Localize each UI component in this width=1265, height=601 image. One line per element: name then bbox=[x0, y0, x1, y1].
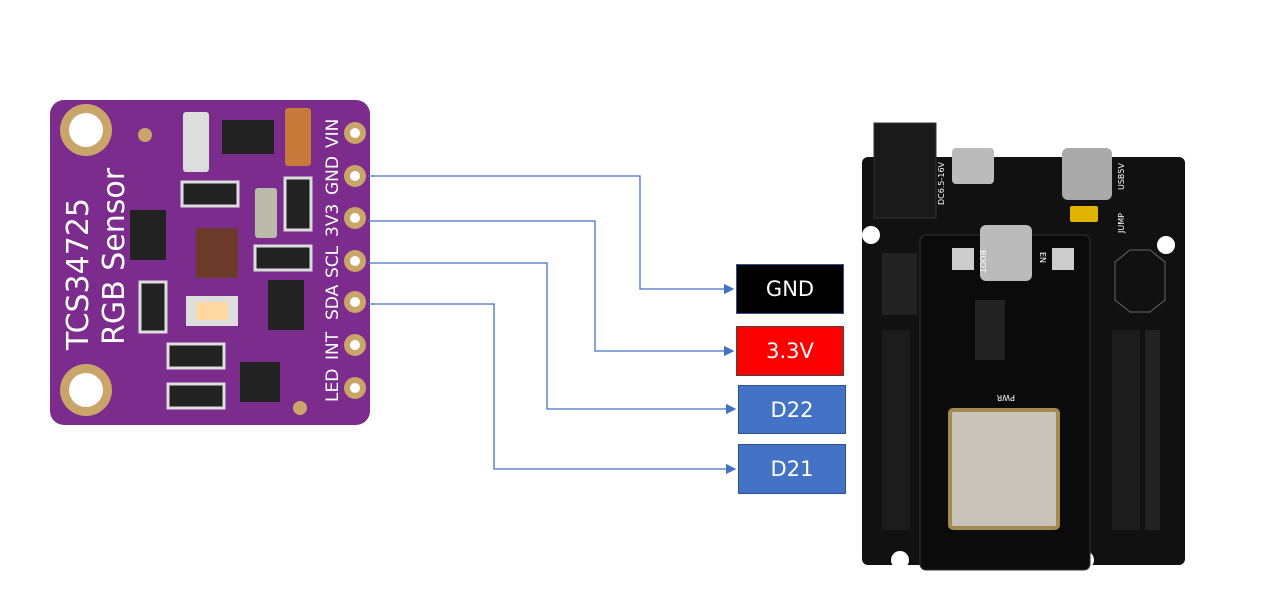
pwr-label: PWR bbox=[996, 393, 1015, 402]
sensor-pin-header bbox=[344, 122, 366, 399]
pin-label-led: LED bbox=[323, 369, 343, 402]
target-pin-d22: D22 bbox=[738, 385, 846, 434]
pin-label-vin: VIN bbox=[323, 119, 343, 148]
target-pin-gnd: GND bbox=[736, 264, 844, 314]
power-jack-label: DC6.5-16V bbox=[937, 161, 946, 205]
pin-label-gnd: GND bbox=[323, 156, 343, 195]
tcs34725-sensor-board: TCS34725 RGB Sensor VIN GND 3V3 SCL SDA … bbox=[50, 100, 370, 425]
esp32-dev-board: DC6.5-16V USB5V JUMP BOOT EN PWR bbox=[862, 122, 1185, 571]
boot-label: BOOT bbox=[978, 250, 987, 273]
pin-label-3v3: 3V3 bbox=[323, 204, 343, 237]
pin-label-sda: SDA bbox=[323, 284, 343, 320]
jump-label: JUMP bbox=[1117, 213, 1126, 234]
wires bbox=[368, 175, 737, 475]
target-pin-d21: D21 bbox=[738, 444, 846, 494]
pin-label-int: INT bbox=[323, 331, 343, 360]
sensor-name: TCS34725 bbox=[61, 198, 96, 351]
wire-3v3 bbox=[368, 220, 735, 357]
usb-label: USB5V bbox=[1117, 162, 1126, 190]
sensor-subtitle: RGB Sensor bbox=[97, 167, 132, 345]
en-label: EN bbox=[1038, 252, 1047, 263]
target-pin-3v3: 3.3V bbox=[736, 326, 844, 376]
wire-scl bbox=[368, 262, 737, 415]
pin-label-scl: SCL bbox=[323, 245, 343, 278]
wire-gnd bbox=[368, 175, 735, 295]
wire-sda bbox=[368, 303, 737, 475]
